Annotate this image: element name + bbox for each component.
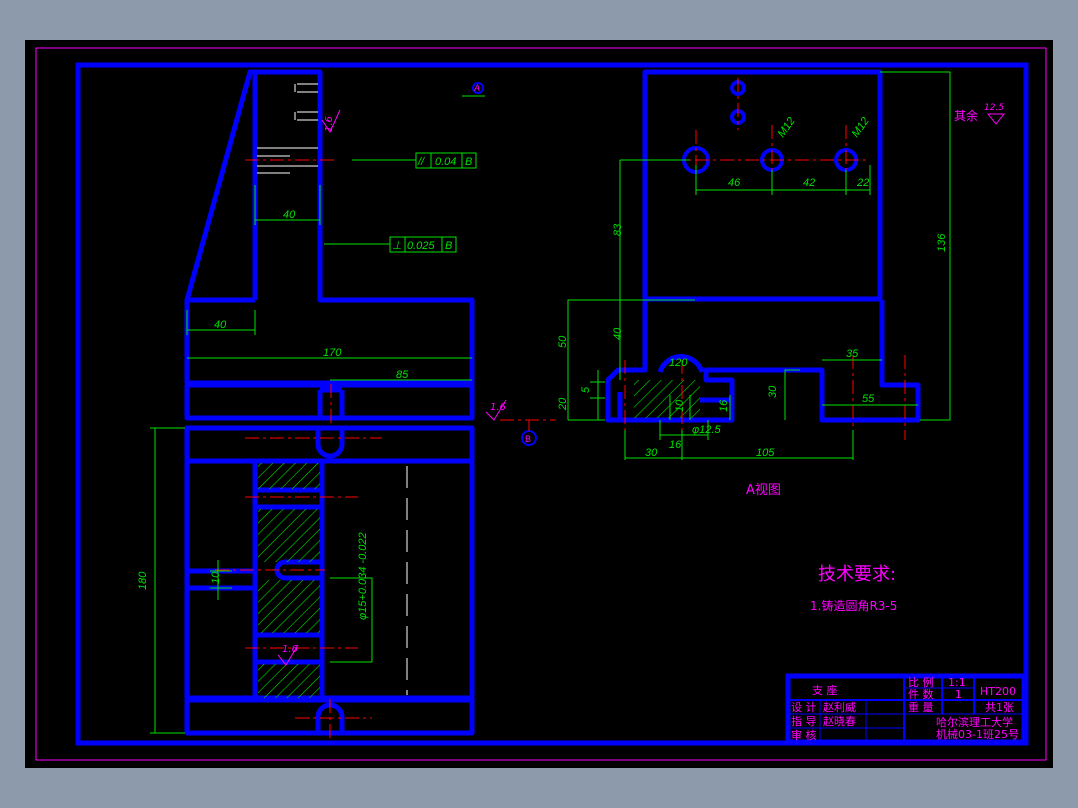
- thread-m12-a: M12: [776, 115, 798, 139]
- scale-label: 比 例: [908, 675, 934, 689]
- dim-120: 120: [669, 357, 688, 369]
- part-name: 支 座: [812, 683, 838, 697]
- roughness-default-label: 其余: [954, 108, 978, 123]
- dim-50: 50: [557, 335, 569, 348]
- dim-42: 42: [803, 177, 815, 189]
- section-view: [184, 425, 475, 736]
- dim-16-bottom: 16: [669, 439, 682, 451]
- dim-10: 10: [210, 571, 222, 584]
- inner-frame: [75, 62, 1029, 746]
- parallel-symbol: //: [417, 156, 425, 168]
- front-view: [184, 69, 475, 421]
- dimension-lines: [150, 71, 951, 734]
- roughness-1.6-b: 1.6: [490, 402, 506, 413]
- dim-83: 83: [612, 223, 624, 236]
- roughness-default-value: 12.5: [984, 103, 1004, 113]
- review-label: 审 核: [791, 728, 817, 742]
- front-centerlines: [245, 159, 556, 425]
- count-value: 1: [955, 688, 962, 701]
- design-label: 设 计: [791, 701, 817, 714]
- class-id: 机械03-1班25号: [936, 727, 1019, 741]
- school-name: 哈尔滨理工大学: [936, 715, 1013, 729]
- parallel-datum: B: [465, 156, 472, 168]
- datum-b-label: B: [525, 434, 531, 444]
- section-centerlines: [215, 437, 382, 740]
- datum-markers: [462, 82, 537, 446]
- tech-requirement-item: 1.铸造圆角R3-5: [810, 598, 897, 613]
- dim-180: 180: [137, 571, 149, 590]
- dim-136: 136: [936, 233, 948, 252]
- dim-46: 46: [728, 177, 741, 189]
- dim-30-vertical: 30: [767, 385, 779, 398]
- title-block-lines: [785, 673, 1027, 745]
- section-hatch: [258, 463, 320, 698]
- thread-m12-b: M12: [850, 115, 872, 139]
- view-label-a: A视图: [746, 483, 781, 498]
- dim-20: 20: [557, 397, 569, 411]
- dim-105: 105: [756, 447, 775, 459]
- dim-phi12: φ12.5: [692, 424, 721, 436]
- roughness-symbols: [277, 109, 1006, 666]
- dim-55: 55: [862, 393, 875, 405]
- dim-30-horizontal: 30: [645, 447, 658, 459]
- a-view-holes: [682, 80, 858, 174]
- dim-5: 5: [580, 386, 592, 393]
- dim-16-right: 16: [718, 399, 730, 412]
- roughness-1.6-c: 1.6: [282, 644, 298, 655]
- material: HT200: [980, 685, 1016, 698]
- dim-35: 35: [846, 348, 859, 360]
- perpendicular-symbol: ⊥: [392, 240, 402, 252]
- designer-name: 赵利威: [823, 700, 856, 714]
- weight-label: 重 量: [908, 700, 934, 714]
- dim-170: 170: [323, 347, 342, 359]
- parallel-value: 0.04: [435, 156, 456, 168]
- a-view-hatch: [634, 380, 700, 418]
- view-arrow-a-label: A: [473, 83, 480, 93]
- dim-40-vertical: 40: [612, 327, 624, 340]
- roughness-1.6-a: 1.6: [324, 116, 335, 132]
- cad-drawing: 40 40 170 85 180 10 φ15+0.034 -0.022 1.6…: [35, 47, 1047, 761]
- guide-name: 赵晓春: [823, 714, 856, 728]
- dim-10-small: 10: [674, 399, 686, 412]
- guide-label: 指 导: [791, 714, 817, 728]
- shaft-tolerance: φ15+0.034 -0.022: [357, 532, 369, 620]
- front-view-holes: [257, 83, 318, 174]
- tolerance-frames: [389, 152, 477, 253]
- scale-value: 1:1: [948, 676, 966, 689]
- a-view: [605, 69, 921, 423]
- count-label: 件 数: [908, 688, 934, 701]
- tech-requirements-title: 技术要求:: [818, 564, 896, 585]
- sheet-count: 共1张: [985, 701, 1014, 714]
- dim-85: 85: [396, 369, 409, 381]
- dim-22: 22: [856, 177, 869, 189]
- dim-40-left: 40: [214, 319, 227, 331]
- perpendicular-datum: B: [445, 240, 452, 252]
- outer-frame: [35, 47, 1047, 761]
- drawing-canvas[interactable]: 40 40 170 85 180 10 φ15+0.034 -0.022 1.6…: [25, 40, 1053, 768]
- dim-40-top: 40: [283, 209, 296, 221]
- perpendicular-value: 0.025: [407, 240, 435, 252]
